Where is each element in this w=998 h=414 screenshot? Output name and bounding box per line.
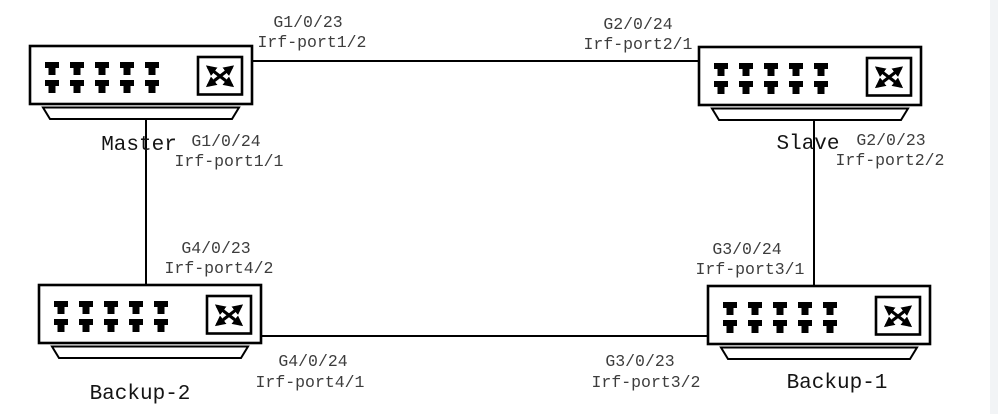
irf-label-slave-right: Irf-port2/2 (836, 151, 945, 170)
port-label-backup1-bottom: G3/0/23 (605, 352, 674, 371)
irf-label-backup1-top: Irf-port3/1 (696, 260, 805, 279)
port-label-slave-top: G2/0/24 (603, 15, 672, 34)
switch-slave (699, 47, 921, 120)
scrollbar-track[interactable] (990, 0, 998, 414)
irf-label-backup1-bottom: Irf-port3/2 (592, 373, 701, 392)
device-label-backup2: Backup-2 (90, 383, 191, 406)
irf-links (145, 60, 815, 337)
port-labels: G1/0/23 Irf-port1/2 G2/0/24 Irf-port2/1 … (165, 13, 945, 392)
device-label-backup1: Backup-1 (787, 372, 888, 395)
switch-backup1 (708, 286, 930, 359)
switch-backup2 (39, 285, 261, 358)
irf-label-backup2-bottom: Irf-port4/1 (256, 373, 365, 392)
port-label-master-top: G1/0/23 (273, 13, 342, 32)
irf-label-slave-top: Irf-port2/1 (584, 35, 693, 54)
port-label-slave-right: G2/0/23 (856, 131, 925, 150)
port-label-backup2-top: G4/0/23 (181, 239, 250, 258)
port-label-master-left: G1/0/24 (191, 132, 260, 151)
device-label-master: Master (101, 134, 177, 157)
irf-label-master-left: Irf-port1/1 (175, 152, 284, 171)
port-label-backup1-top: G3/0/24 (712, 240, 781, 259)
irf-label-master-top: Irf-port1/2 (258, 33, 367, 52)
switch-master (30, 46, 252, 119)
irf-label-backup2-top: Irf-port4/2 (165, 259, 274, 278)
port-label-backup2-bottom: G4/0/24 (278, 352, 347, 371)
device-label-slave: Slave (776, 133, 839, 156)
